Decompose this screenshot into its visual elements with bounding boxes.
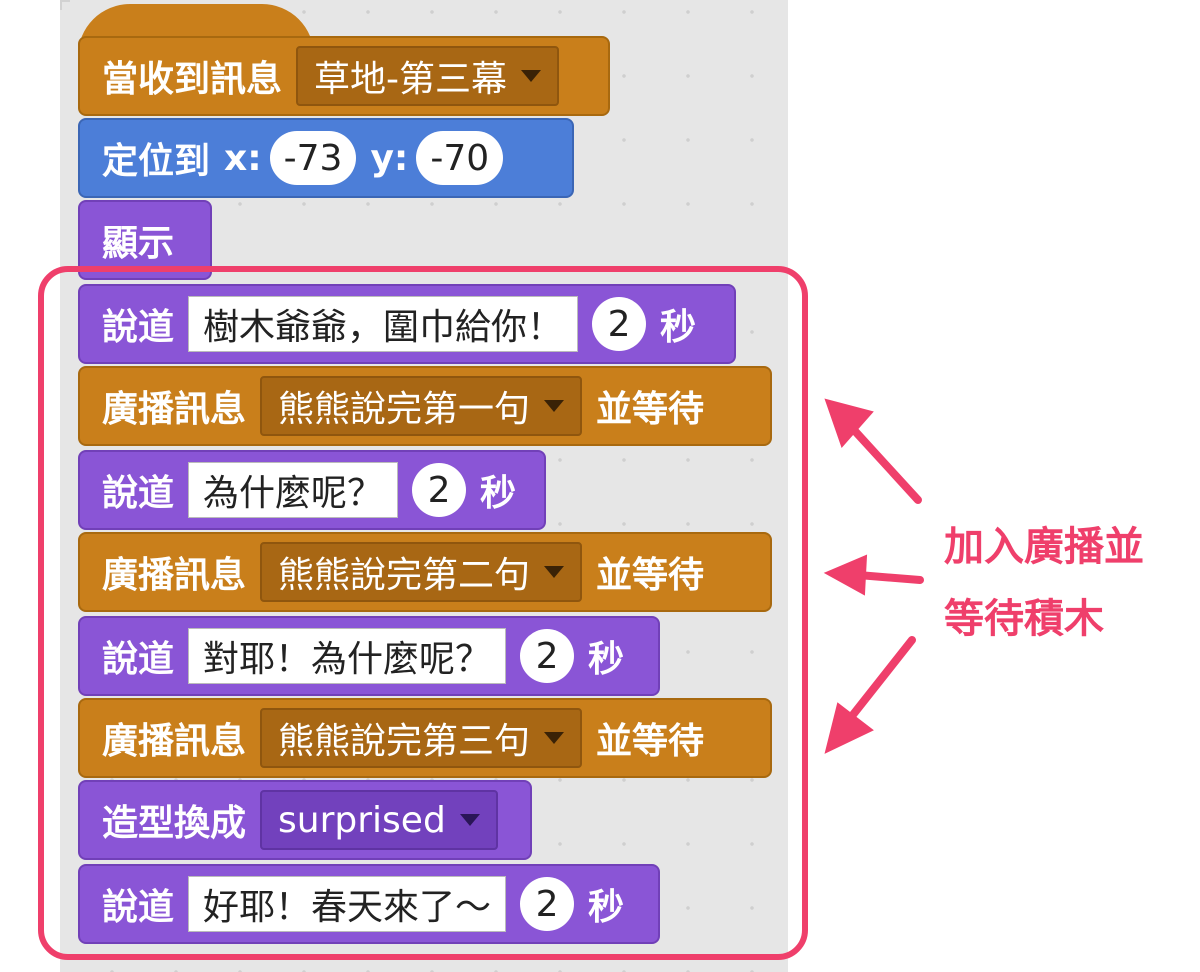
switch-costume-block[interactable]: 造型換成 surprised (78, 780, 532, 860)
seconds-unit-label: 秒 (660, 307, 697, 348)
dropdown-value: 熊熊說完第一句 (278, 389, 531, 430)
and-wait-label: 並等待 (596, 555, 705, 596)
seconds-unit-label: 秒 (588, 887, 625, 928)
message-dropdown[interactable]: 熊熊說完第三句 (260, 708, 583, 768)
block-label: 說道 (102, 887, 175, 928)
say-for-secs-block-4[interactable]: 說道 好耶！春天來了～ 2 秒 (78, 864, 660, 944)
when-receive-message-block[interactable]: 當收到訊息 草地-第三幕 (78, 36, 610, 116)
say-for-secs-block-3[interactable]: 說道 對耶！為什麼呢？ 2 秒 (78, 616, 660, 696)
block-label: 顯示 (102, 223, 175, 264)
block-label: 廣播訊息 (102, 555, 247, 596)
dropdown-arrow-icon (521, 70, 542, 82)
block-label: 廣播訊息 (102, 389, 247, 430)
seconds-input[interactable]: 2 (520, 877, 575, 931)
seconds-unit-label: 秒 (480, 473, 517, 514)
dropdown-arrow-icon (544, 566, 565, 578)
dropdown-value: 草地-第三幕 (314, 59, 508, 100)
message-dropdown[interactable]: 草地-第三幕 (296, 46, 560, 106)
seconds-unit-label: 秒 (588, 639, 625, 680)
dropdown-value: 熊熊說完第二句 (278, 555, 531, 596)
arrow-down-line (848, 636, 916, 720)
arrow-middle-line (854, 571, 924, 584)
dropdown-arrow-icon (544, 400, 565, 412)
broadcast-and-wait-block-3[interactable]: 廣播訊息 熊熊說完第三句 並等待 (78, 698, 772, 778)
message-input[interactable]: 對耶！為什麼呢？ (188, 628, 507, 684)
and-wait-label: 並等待 (596, 721, 705, 762)
go-to-xy-block[interactable]: 定位到 x: -73 y: -70 (78, 118, 574, 198)
annotation-line-2: 等待積木 (944, 596, 1104, 642)
annotation-line-1: 加入廣播並 (944, 524, 1144, 570)
message-input[interactable]: 為什麼呢？ (188, 462, 399, 518)
arrow-up-line (850, 426, 922, 504)
message-dropdown[interactable]: 熊熊說完第二句 (260, 542, 583, 602)
and-wait-label: 並等待 (596, 389, 705, 430)
message-input[interactable]: 好耶！春天來了～ (188, 876, 507, 932)
y-label: y: (370, 137, 409, 179)
dropdown-value: 熊熊說完第三句 (278, 721, 531, 762)
arrow-up-head (824, 398, 874, 448)
message-input[interactable]: 樹木爺爺，圍巾給你！ (188, 296, 579, 352)
costume-dropdown[interactable]: surprised (260, 790, 498, 850)
x-input[interactable]: -73 (269, 131, 357, 185)
block-label: 定位到 (102, 141, 211, 182)
say-for-secs-block-2[interactable]: 說道 為什麼呢？ 2 秒 (78, 450, 546, 530)
seconds-input[interactable]: 2 (520, 629, 575, 683)
highlight-frame (38, 266, 808, 960)
seconds-input[interactable]: 2 (592, 297, 647, 351)
y-input[interactable]: -70 (416, 131, 504, 185)
block-label: 造型換成 (102, 803, 247, 844)
dropdown-arrow-icon (459, 814, 480, 826)
block-label: 說道 (102, 473, 175, 514)
seconds-input[interactable]: 2 (412, 463, 467, 517)
block-label: 當收到訊息 (102, 59, 283, 100)
dropdown-value: surprised (278, 799, 446, 841)
arrow-down-head (824, 702, 874, 754)
message-dropdown[interactable]: 熊熊說完第一句 (260, 376, 583, 436)
block-label: 說道 (102, 639, 175, 680)
say-for-secs-block-1[interactable]: 說道 樹木爺爺，圍巾給你！ 2 秒 (78, 284, 736, 364)
dropdown-arrow-icon (544, 732, 565, 744)
broadcast-and-wait-block-1[interactable]: 廣播訊息 熊熊說完第一句 並等待 (78, 366, 772, 446)
broadcast-and-wait-block-2[interactable]: 廣播訊息 熊熊說完第二句 並等待 (78, 532, 772, 612)
block-label: 廣播訊息 (102, 721, 247, 762)
arrow-middle-head (823, 554, 868, 596)
block-label: 說道 (102, 307, 175, 348)
x-label: x: (224, 137, 262, 179)
